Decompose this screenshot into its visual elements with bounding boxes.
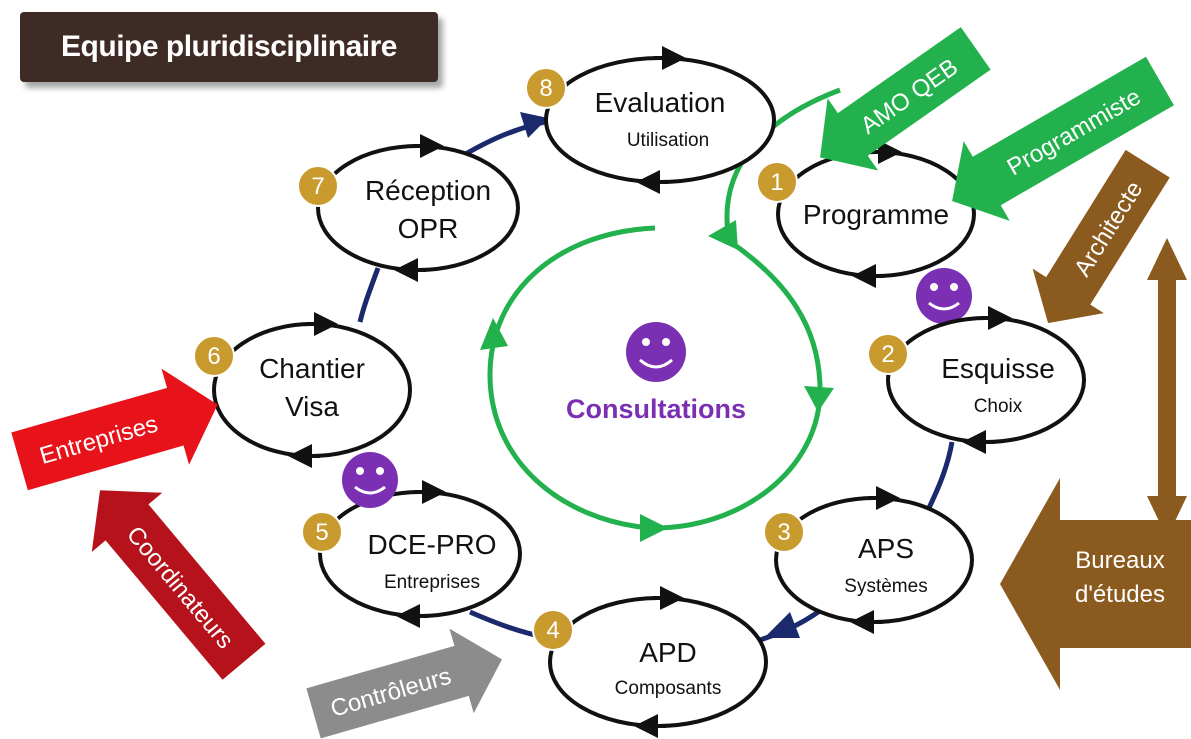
stage-7-badge: [297, 165, 339, 207]
actor-coordinateurs-label: Coordinateurs: [121, 521, 239, 654]
stage-6-title: Chantier: [259, 353, 365, 384]
smiley-icon-5-6: [342, 452, 398, 508]
stage-3-badge: [763, 511, 805, 553]
stage-7-subtitle: OPR: [398, 213, 459, 244]
stage-8-title: Evaluation: [595, 87, 726, 118]
stage-5-number: 5: [315, 519, 328, 546]
stage-2-subtitle: Choix: [974, 396, 1023, 417]
cycle-arrowhead-bottom: [640, 514, 668, 542]
stage-4-title: APD: [639, 637, 697, 668]
stage-6[interactable]: 6 Chantier Visa: [193, 312, 412, 468]
stage-7[interactable]: 7 Réception OPR: [297, 134, 520, 282]
stage-6-number: 6: [207, 343, 220, 370]
stage-7-number: 7: [311, 173, 324, 200]
stage-6-subtitle: Visa: [285, 391, 339, 422]
actor-bureaux-label-line2: d'études: [1075, 581, 1165, 608]
brown-double-arrow: [1147, 238, 1187, 538]
page-title: Equipe pluridisciplinaire: [20, 12, 438, 82]
stage-8-number: 8: [539, 75, 552, 102]
center-smiley-icon: [626, 322, 686, 382]
stage-5-badge: [301, 511, 343, 553]
actor-controleurs: Contrôleurs: [306, 628, 502, 739]
stage-6-badge: [193, 335, 235, 377]
stage-4-number: 4: [546, 617, 559, 644]
stage-5-title: DCE-PRO: [367, 529, 496, 560]
cycle-arrowhead-left: [480, 318, 508, 350]
center-label: Consultations: [566, 394, 746, 424]
stage-4-subtitle: Composants: [615, 678, 722, 699]
connector-arrowhead-8: [520, 112, 548, 138]
stage-1[interactable]: 1 Programme: [756, 140, 976, 288]
stage-8[interactable]: 8 Evaluation Utilisation: [525, 46, 776, 194]
actor-entreprises: Entreprises: [11, 368, 218, 491]
smiley-icon-1-2: [916, 268, 972, 324]
stage-3-subtitle: Systèmes: [844, 576, 927, 597]
cycle-arrowhead-right: [804, 386, 834, 412]
actor-bureaux-label-line1: Bureaux: [1075, 547, 1164, 574]
actor-coordinateurs: Coordinateurs: [91, 490, 266, 680]
connector-arrowhead-4: [764, 612, 800, 638]
stage-2[interactable]: 2 Esquisse Choix: [867, 306, 1086, 454]
actor-bureaux-etudes: Bureaux d'études: [1000, 478, 1191, 690]
stage-4[interactable]: 4 APD Composants: [532, 586, 768, 738]
connector-7-6: [357, 267, 381, 323]
stage-5-subtitle: Entreprises: [384, 572, 480, 593]
stage-7-title: Réception: [365, 175, 491, 206]
cycle-arrowhead-top: [708, 220, 738, 250]
stage-8-badge: [525, 67, 567, 109]
stage-1-badge: [756, 161, 798, 203]
stage-3-number: 3: [777, 519, 790, 546]
stage-4-badge: [532, 609, 574, 651]
stage-3[interactable]: 3 APS Systèmes: [763, 486, 974, 634]
stage-5[interactable]: 5 DCE-PRO Entreprises: [301, 480, 522, 628]
stage-1-number: 1: [770, 169, 783, 196]
stage-2-number: 2: [881, 341, 894, 368]
stage-8-subtitle: Utilisation: [627, 130, 709, 151]
stage-2-badge: [867, 333, 909, 375]
stage-3-title: APS: [858, 533, 914, 564]
stage-2-title: Esquisse: [941, 353, 1055, 384]
stage-1-title: Programme: [803, 199, 949, 230]
connector-3-2: [925, 441, 955, 512]
page-title-text: Equipe pluridisciplinaire: [61, 30, 397, 63]
